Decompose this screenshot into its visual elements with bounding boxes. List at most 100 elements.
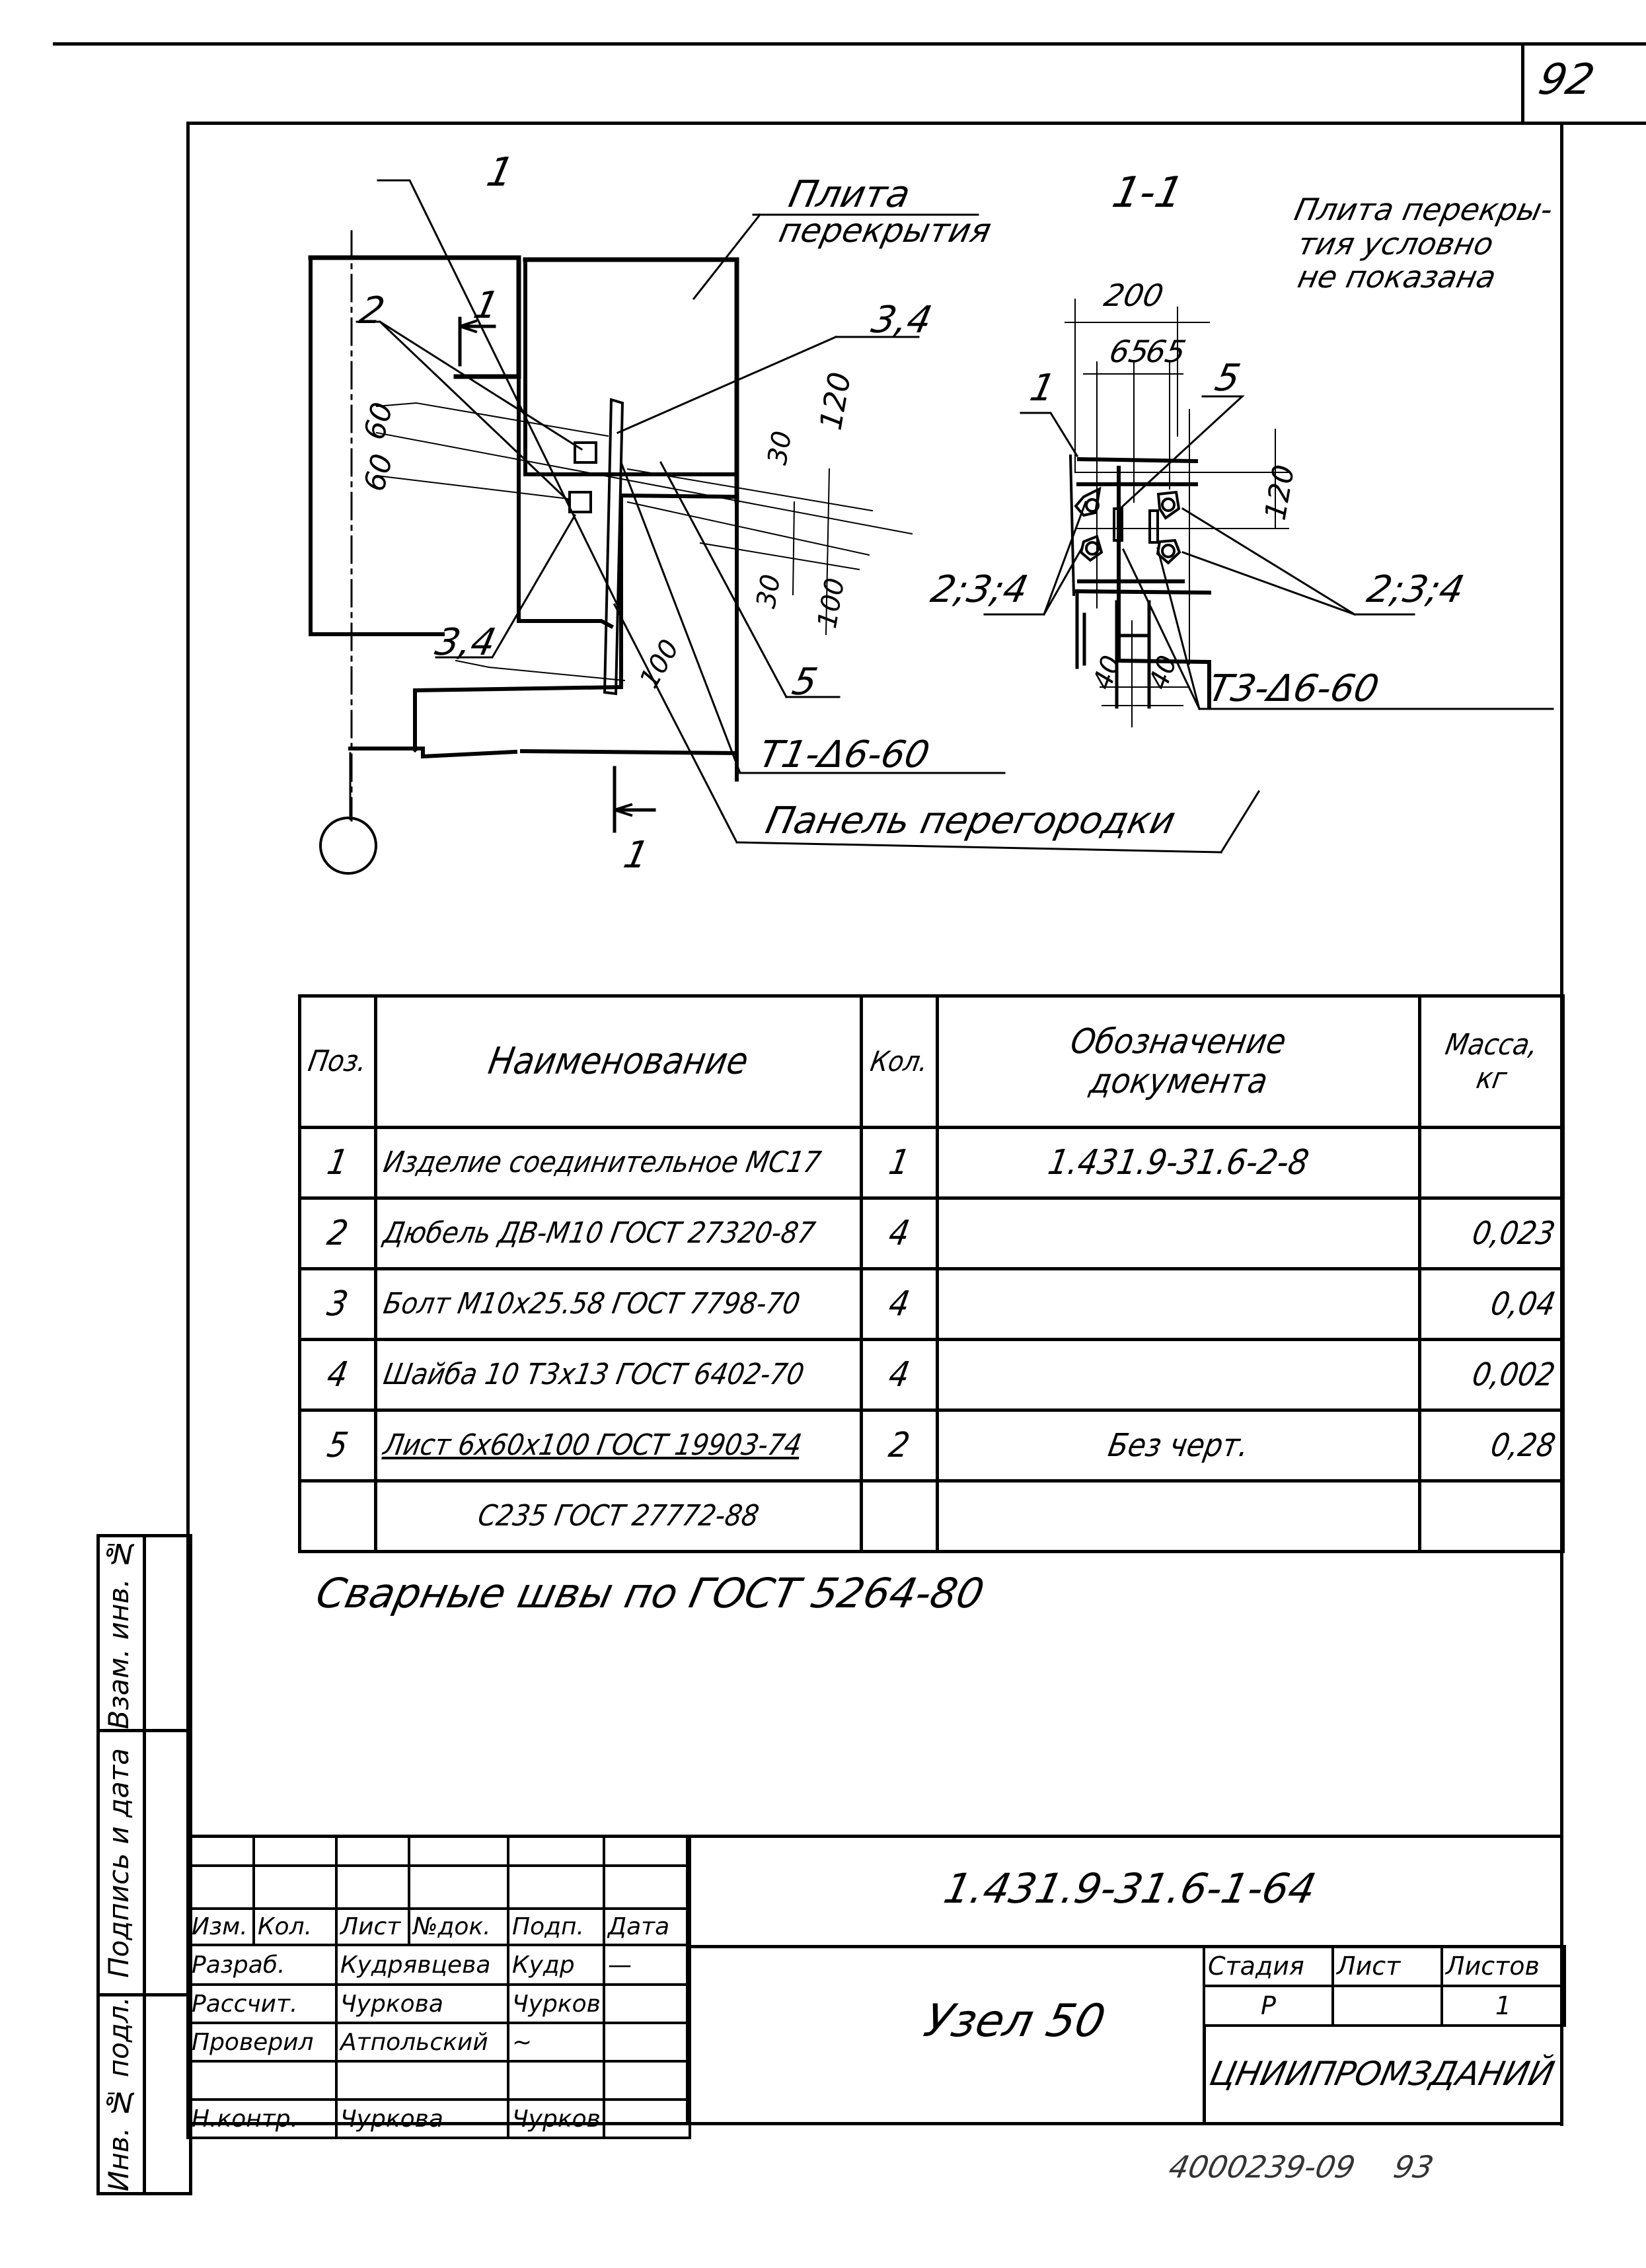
- spec-row: 4 Шайба 10 Т3х13 ГОСТ 6402-70 4 0,002: [298, 1337, 1565, 1412]
- side-stamp-inventory: Инв. № подл.: [102, 1996, 135, 2192]
- note-line2: тия условно: [1294, 226, 1497, 262]
- person-date: [603, 2060, 691, 2101]
- frame-bottom: [186, 2122, 1563, 2125]
- label-pos234-right: 2;3;4: [1363, 568, 1468, 611]
- row-name: Дюбель ДВ-М10 ГОСТ 27320-87: [381, 1216, 818, 1251]
- row-qty: 4: [885, 1354, 913, 1395]
- header-name: Наименование: [485, 1040, 752, 1083]
- spec-row: 3 Болт М10х25.58 ГОСТ 7798-70 4 0,04: [298, 1266, 1565, 1341]
- spec-row: 5 Лист 6х60х100 ГОСТ 19903-74 2 Без черт…: [298, 1408, 1565, 1482]
- col-podp: Подп.: [507, 1907, 605, 1946]
- label-pos34-bottom: 3,4: [431, 621, 500, 664]
- row-name: Болт М10х25.58 ГОСТ 7798-70: [381, 1287, 803, 1321]
- title-code-divider: [686, 1945, 1563, 1948]
- specification-table: Поз. Наименование Кол. Обозначение докум…: [298, 994, 1565, 1554]
- frame-top: [186, 122, 1646, 125]
- organization-name: ЦНИИПРОМЗДАНИЙ: [1206, 2055, 1558, 2093]
- person-date: [603, 2022, 691, 2063]
- title-mid-divider: [686, 1835, 689, 2124]
- note-line1: Плита перекры-: [1291, 192, 1557, 227]
- footer-stamp: 4000239-09: [1166, 2149, 1359, 2185]
- footer-page: 93: [1390, 2149, 1437, 2185]
- label-weld-t3: Т3-Δ6-60: [1205, 667, 1383, 710]
- dim-30b: 30: [751, 571, 787, 611]
- label-pos234-left: 2;3;4: [927, 568, 1032, 611]
- row-mass: 0,28: [1487, 1426, 1558, 1464]
- row-qty: 4: [885, 1284, 913, 1324]
- row-mass: 0,002: [1470, 1356, 1558, 1393]
- person-date: —: [603, 1944, 691, 1986]
- dim-30a: 30: [762, 428, 798, 468]
- person-role: [186, 2060, 338, 2101]
- label-slab-line2: перекрытия: [775, 211, 995, 250]
- row-pos: 5: [324, 1425, 352, 1465]
- stage-value: Р: [1203, 1985, 1334, 2027]
- revision-grid: Изм. Кол. Лист №док. Подп. Дата Разраб. …: [186, 1835, 691, 2139]
- row-name: Изделие соединительное МС17: [381, 1146, 824, 1180]
- row-name: Лист 6х60х100 ГОСТ 19903-74: [381, 1428, 804, 1463]
- row-qty: 2: [885, 1425, 913, 1465]
- note-line3: не показана: [1294, 259, 1499, 295]
- sheet-label: Лист: [1331, 1945, 1443, 1987]
- person-signature: ~: [507, 2022, 605, 2063]
- person-name: Чуркова: [335, 2098, 509, 2139]
- person-signature: Кудр: [507, 1944, 605, 1986]
- section-title: 1-1: [1108, 168, 1188, 217]
- person-row: Н.контр. Чуркова Чурков: [186, 2098, 691, 2139]
- header-doc-line2: документа: [1086, 1061, 1271, 1101]
- stage-table: Стадия Лист Листов Р 1: [1203, 1945, 1566, 2027]
- row-doc: Без черт.: [1105, 1426, 1252, 1464]
- row-qty: 4: [885, 1213, 913, 1253]
- row-pos: 1: [324, 1142, 352, 1183]
- stage-label: Стадия: [1203, 1945, 1334, 1987]
- spec-row: 2 Дюбель ДВ-М10 ГОСТ 27320-87 4 0,023: [298, 1196, 1565, 1270]
- row-doc: 1.431.9-31.6-2-8: [1045, 1142, 1312, 1183]
- side-stamp-signature-date: Подпись и дата: [102, 1748, 135, 1978]
- person-row: Проверил Атпольский ~: [186, 2022, 691, 2063]
- col-izm: Изм.: [186, 1907, 255, 1946]
- person-date: [603, 1983, 691, 2024]
- revision-header-row: Изм. Кол. Лист №док. Подп. Дата: [186, 1907, 691, 1946]
- frame-left: [186, 122, 190, 2123]
- person-signature: Чурков: [507, 2098, 605, 2139]
- col-list: Лист: [335, 1907, 410, 1946]
- header-pos: Поз.: [305, 1044, 370, 1079]
- label-pos34-top: 3,4: [868, 299, 936, 342]
- row-pos: 4: [324, 1354, 352, 1395]
- row-mass: 0,023: [1470, 1214, 1558, 1252]
- header-doc-line1: Обозначение: [1067, 1021, 1290, 1062]
- side-stamp-replacement: Взам. инв. №: [102, 1537, 135, 1730]
- person-name: Чуркова: [335, 1983, 509, 2024]
- row-name: С235 ГОСТ 27772-88: [475, 1499, 762, 1533]
- row-pos: 2: [324, 1213, 352, 1253]
- person-row: [186, 2060, 691, 2101]
- sheets-value: 1: [1440, 1985, 1566, 2027]
- top-border-line: [53, 42, 1646, 46]
- person-role: Рассчит.: [186, 1983, 338, 2024]
- person-role: Разраб.: [186, 1944, 338, 1986]
- header-qty: Кол.: [868, 1045, 931, 1078]
- title-block-top: [186, 1835, 1563, 1838]
- page-number-divider: [1521, 42, 1524, 124]
- sheets-label: Листов: [1440, 1945, 1566, 1987]
- person-row: Рассчит. Чуркова Чурков: [186, 1983, 691, 2024]
- person-role: Н.контр.: [186, 2098, 338, 2139]
- row-mass: 0,04: [1487, 1285, 1558, 1323]
- document-code: 1.431.9-31.6-1-64: [940, 1864, 1320, 1913]
- person-name: Кудрявцева: [335, 1944, 509, 1986]
- welding-note: Сварные швы по ГОСТ 5264-80: [312, 1569, 989, 1617]
- col-data: Дата: [603, 1907, 691, 1946]
- row-qty: 1: [885, 1142, 913, 1183]
- label-panel: Панель перегородки: [762, 799, 1179, 842]
- person-name: [335, 2060, 509, 2101]
- person-signature: Чурков: [507, 1983, 605, 2024]
- header-mass-line1: Масса,: [1442, 1027, 1540, 1062]
- col-ndok: №док.: [408, 1907, 509, 1946]
- person-date: [603, 2098, 691, 2139]
- person-signature: [507, 2060, 605, 2101]
- dim-65b: 65: [1142, 334, 1189, 369]
- spec-row: 1 Изделие соединительное МС17 1 1.431.9-…: [298, 1125, 1565, 1200]
- spec-header-row: Поз. Наименование Кол. Обозначение докум…: [298, 994, 1565, 1129]
- bolt-group: [1074, 486, 1181, 565]
